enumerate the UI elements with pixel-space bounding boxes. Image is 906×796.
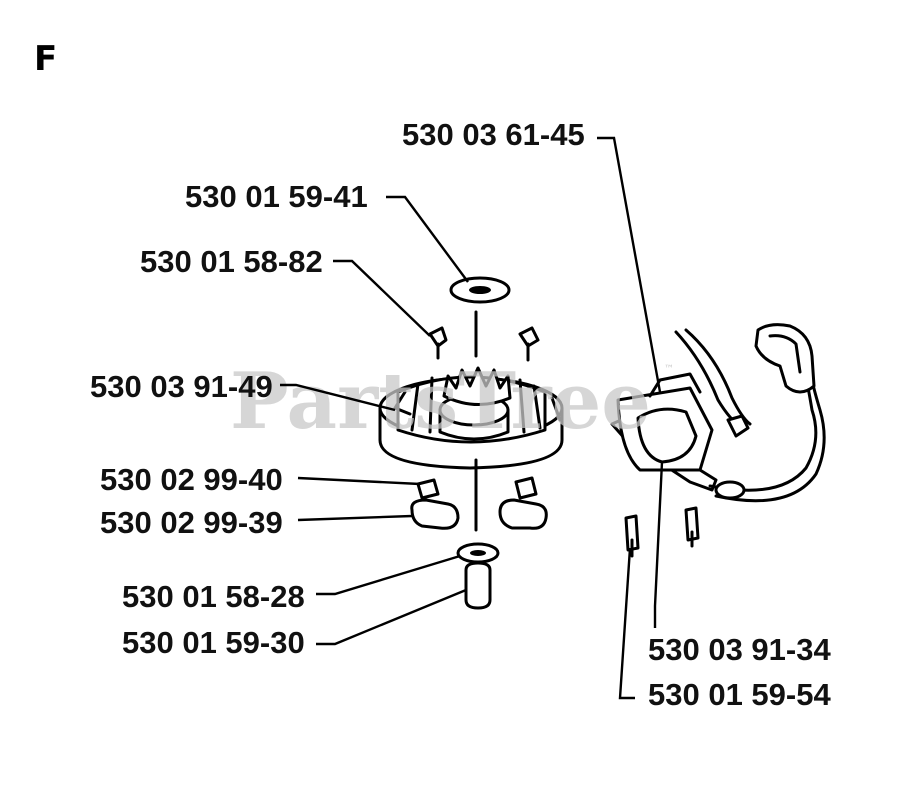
label-530-02-99-40[interactable]: 530 02 99-40 bbox=[100, 462, 283, 497]
label-530-01-59-54[interactable]: 530 01 59-54 bbox=[648, 677, 831, 712]
label-530-03-91-34[interactable]: 530 03 91-34 bbox=[648, 632, 831, 667]
flywheel-assembly bbox=[378, 310, 564, 532]
pawl-screws-top bbox=[428, 326, 540, 362]
label-530-03-91-49[interactable]: 530 03 91-49 bbox=[90, 369, 273, 404]
top-washer bbox=[449, 276, 511, 304]
label-530-01-59-30[interactable]: 530 01 59-30 bbox=[122, 625, 305, 660]
label-530-02-99-39[interactable]: 530 02 99-39 bbox=[100, 505, 283, 540]
label-530-01-59-41[interactable]: 530 01 59-41 bbox=[185, 179, 368, 214]
leader-lines bbox=[280, 136, 664, 700]
section-letter: F bbox=[34, 39, 57, 79]
ignition-module bbox=[610, 323, 826, 558]
label-530-03-61-45[interactable]: 530 03 61-45 bbox=[402, 117, 585, 152]
watermark-text: PartsTree bbox=[230, 356, 651, 447]
watermark-trademark: ™ bbox=[664, 364, 674, 375]
label-530-01-58-28[interactable]: 530 01 58-28 bbox=[122, 579, 305, 614]
pawl-springs bbox=[410, 476, 548, 530]
bottom-washer-nut bbox=[456, 542, 500, 610]
label-530-01-58-82[interactable]: 530 01 58-82 bbox=[140, 244, 323, 279]
part-labels: 530 03 61-45 530 01 59-41 530 01 58-82 5… bbox=[90, 117, 831, 712]
